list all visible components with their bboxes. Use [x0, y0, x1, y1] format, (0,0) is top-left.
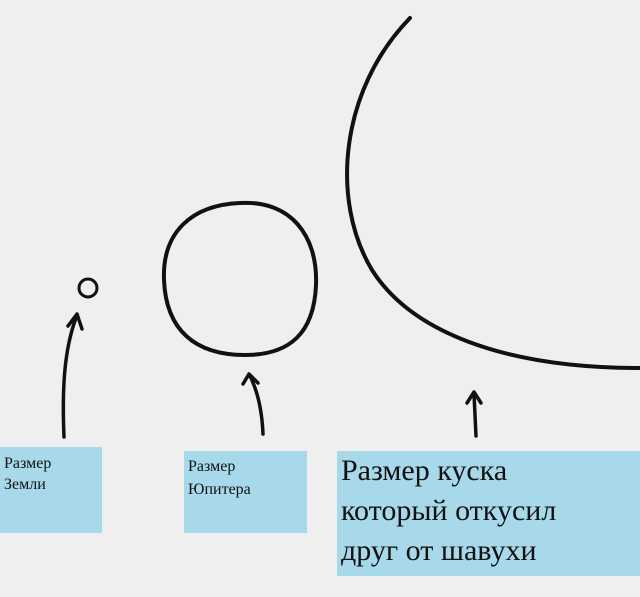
- earth-arrow: [61, 316, 78, 439]
- jupiter-label-line-2: Юпитера: [188, 481, 251, 498]
- bite-arrow-head: [465, 390, 483, 405]
- jupiter-circle: [161, 200, 319, 358]
- jupiter-arrow-head: [241, 372, 260, 386]
- bite-label-line-2: который откусил: [341, 494, 557, 527]
- earth-label-line-2: Земли: [4, 476, 46, 493]
- bite-label: Размер куска который откусил друг от шав…: [337, 451, 640, 576]
- bite-circle: [345, 16, 640, 370]
- bite-label-line-1: Размер куска: [341, 454, 508, 487]
- bite-label-line-3: друг от шавухи: [341, 534, 537, 567]
- jupiter-label-line-1: Размер: [188, 458, 236, 475]
- earth-arrow-head: [66, 312, 84, 331]
- earth-label: Размер Земли: [0, 447, 102, 533]
- earth-circle: [77, 277, 99, 299]
- jupiter-label: Размер Юпитера: [184, 451, 307, 533]
- bite-arrow: [472, 392, 478, 438]
- jupiter-arrow: [248, 374, 265, 436]
- earth-label-line-1: Размер: [4, 455, 52, 472]
